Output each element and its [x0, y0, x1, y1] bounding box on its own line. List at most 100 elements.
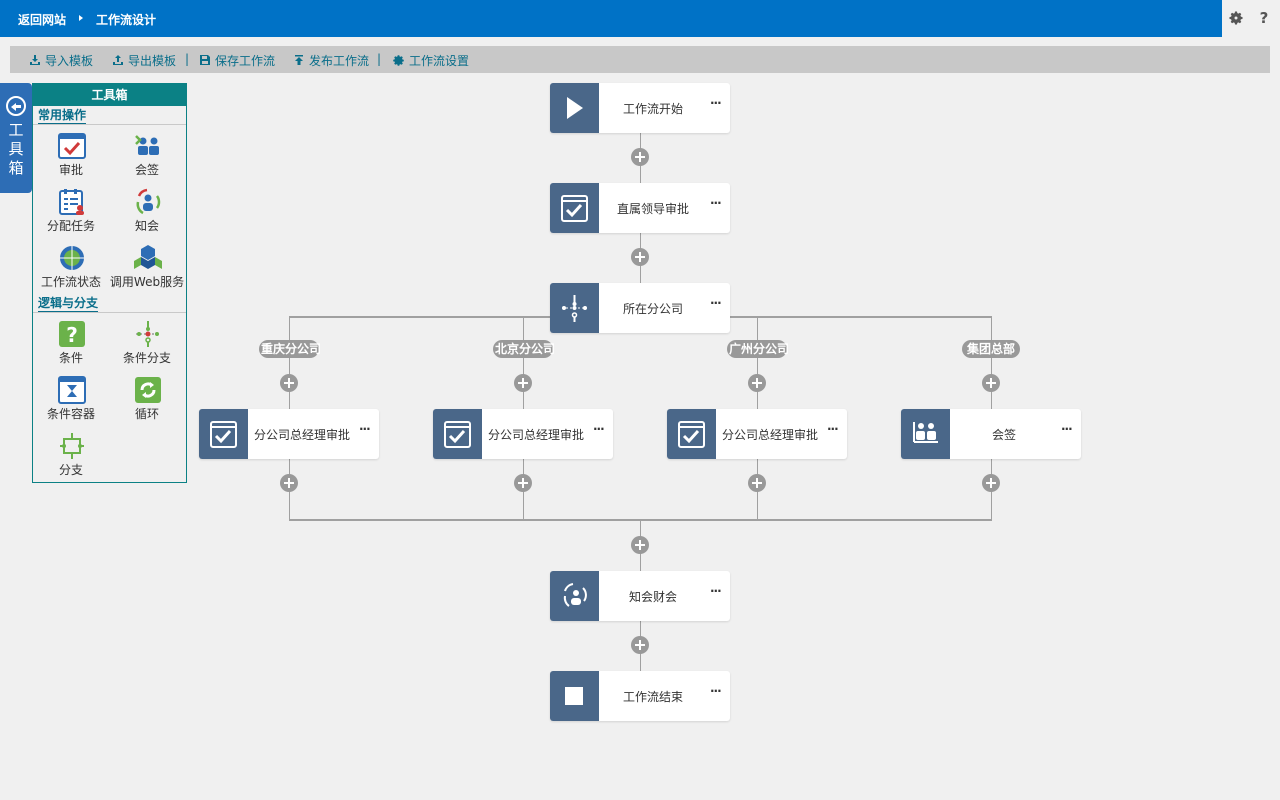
branch-label-guangzhou[interactable]: 广州分公司: [727, 340, 790, 358]
save-workflow-label: 保存工作流: [215, 53, 276, 68]
add-step-button[interactable]: [514, 474, 532, 492]
node-branch-manager-approval[interactable]: 分公司总经理审批 ···: [199, 409, 379, 459]
node-label: 知会财会: [628, 590, 677, 604]
toolbox-toggle-tab[interactable]: 工 具 箱: [0, 83, 32, 193]
tool-notify[interactable]: 知会: [109, 185, 185, 235]
add-step-button[interactable]: [280, 374, 298, 392]
node-branch-manager-approval[interactable]: 分公司总经理审批 ···: [433, 409, 613, 459]
node-more-button[interactable]: ···: [710, 196, 722, 210]
add-step-button[interactable]: [631, 536, 649, 554]
add-step-button[interactable]: [280, 474, 298, 492]
workflow-status-icon: [60, 246, 84, 270]
tool-loop[interactable]: 循环: [109, 373, 185, 423]
download-icon: [30, 55, 40, 65]
connector-line: [757, 316, 758, 410]
node-branch-company[interactable]: 所在分公司 ···: [550, 283, 730, 333]
section-common-label: 常用操作: [38, 108, 87, 124]
tool-approve[interactable]: 审批: [33, 129, 109, 179]
export-template-button[interactable]: 导出模板: [112, 52, 176, 68]
branch-label-beijing[interactable]: 北京分公司: [493, 340, 556, 358]
approve-icon: [58, 133, 86, 159]
tool-condition[interactable]: ? 条件: [33, 317, 109, 367]
notify-icon: [550, 571, 599, 621]
connector-line: [289, 316, 290, 410]
save-icon: [200, 55, 210, 65]
tool-branch-label: 分支: [58, 463, 83, 477]
node-label: 工作流结束: [622, 690, 683, 704]
branch-label-headquarters[interactable]: 集团总部: [962, 340, 1020, 358]
tool-countersign-label: 会签: [134, 163, 159, 177]
tool-branch[interactable]: 分支: [33, 429, 109, 479]
node-label: 工作流开始: [622, 102, 683, 116]
add-step-button[interactable]: [982, 374, 1000, 392]
node-label: 所在分公司: [622, 302, 683, 316]
save-workflow-button[interactable]: 保存工作流: [199, 52, 275, 68]
node-workflow-end[interactable]: 工作流结束 ···: [550, 671, 730, 721]
connector-line: [991, 316, 992, 410]
tool-web-service-label: 调用Web服务: [109, 275, 185, 289]
section-logic-label: 逻辑与分支: [38, 296, 99, 312]
tool-web-service[interactable]: 调用Web服务: [109, 241, 185, 291]
node-more-button[interactable]: ···: [710, 96, 722, 110]
branch-icon: [60, 433, 84, 459]
loop-icon: [135, 377, 161, 403]
play-icon: [550, 83, 599, 133]
node-more-button[interactable]: ···: [710, 584, 722, 598]
node-leader-approval[interactable]: 直属领导审批 ···: [550, 183, 730, 233]
tool-assign-task[interactable]: 分配任务: [33, 185, 109, 235]
toolbox-panel: 工具箱 常用操作 审批 会签 分配任务 知会 工作流状态 调用Web服务 逻辑与…: [32, 83, 187, 483]
breadcrumb-arrow-icon: [79, 15, 83, 21]
section-logic-branch: 逻辑与分支: [33, 294, 186, 313]
export-template-label: 导出模板: [128, 53, 177, 68]
tool-assign-task-label: 分配任务: [46, 219, 95, 233]
add-step-button[interactable]: [748, 374, 766, 392]
approve-icon: [433, 409, 482, 459]
toolbox-tab-label-char: 工: [8, 121, 24, 139]
node-more-button[interactable]: ···: [1061, 422, 1073, 436]
back-to-site-link[interactable]: 返回网站: [18, 13, 67, 27]
tool-workflow-status[interactable]: 工作流状态: [33, 241, 109, 291]
section-common-operations: 常用操作: [33, 106, 186, 125]
approve-icon: [667, 409, 716, 459]
node-label: 分公司总经理审批: [253, 428, 350, 442]
node-more-button[interactable]: ···: [710, 296, 722, 310]
tool-condition-container-label: 条件容器: [46, 407, 95, 421]
toolbox-tab-label-char: 具: [8, 140, 24, 158]
node-countersign[interactable]: 会签 ···: [901, 409, 1081, 459]
add-step-button[interactable]: [631, 148, 649, 166]
node-notify-finance[interactable]: 知会财会 ···: [550, 571, 730, 621]
node-branch-manager-approval[interactable]: 分公司总经理审批 ···: [667, 409, 847, 459]
page-title: 工作流设计: [96, 13, 157, 27]
toolbox-title: 工具箱: [33, 84, 186, 106]
node-label: 会签: [991, 428, 1016, 442]
node-label: 分公司总经理审批: [721, 428, 818, 442]
branch-label-chongqing[interactable]: 重庆分公司: [259, 340, 322, 358]
publish-workflow-button[interactable]: 发布工作流: [293, 52, 369, 68]
node-more-button[interactable]: ···: [359, 422, 371, 436]
node-more-button[interactable]: ···: [593, 422, 605, 436]
node-more-button[interactable]: ···: [710, 684, 722, 698]
add-step-button[interactable]: [748, 474, 766, 492]
import-template-button[interactable]: 导入模板: [29, 52, 93, 68]
countersign-icon: [135, 135, 159, 155]
node-more-button[interactable]: ···: [827, 422, 839, 436]
add-step-button[interactable]: [982, 474, 1000, 492]
tool-condition-label: 条件: [58, 351, 83, 365]
toolbox-tab-label: 工 具 箱: [0, 121, 32, 178]
tool-condition-branch[interactable]: 条件分支: [109, 317, 185, 367]
workflow-settings-button[interactable]: 工作流设置: [392, 52, 469, 68]
tool-condition-container[interactable]: 条件容器: [33, 373, 109, 423]
tool-countersign[interactable]: 会签: [109, 129, 185, 179]
tool-approve-label: 审批: [58, 163, 83, 177]
tool-condition-branch-label: 条件分支: [122, 351, 171, 365]
hourglass-icon: [58, 376, 86, 404]
gear-icon[interactable]: [1226, 8, 1246, 28]
svg-text:?: ?: [66, 323, 78, 347]
tool-loop-label: 循环: [134, 407, 159, 421]
workflow-settings-label: 工作流设置: [409, 53, 470, 68]
add-step-button[interactable]: [631, 248, 649, 266]
add-step-button[interactable]: [631, 636, 649, 654]
node-workflow-start[interactable]: 工作流开始 ···: [550, 83, 730, 133]
help-icon[interactable]: ?: [1259, 9, 1269, 27]
add-step-button[interactable]: [514, 374, 532, 392]
